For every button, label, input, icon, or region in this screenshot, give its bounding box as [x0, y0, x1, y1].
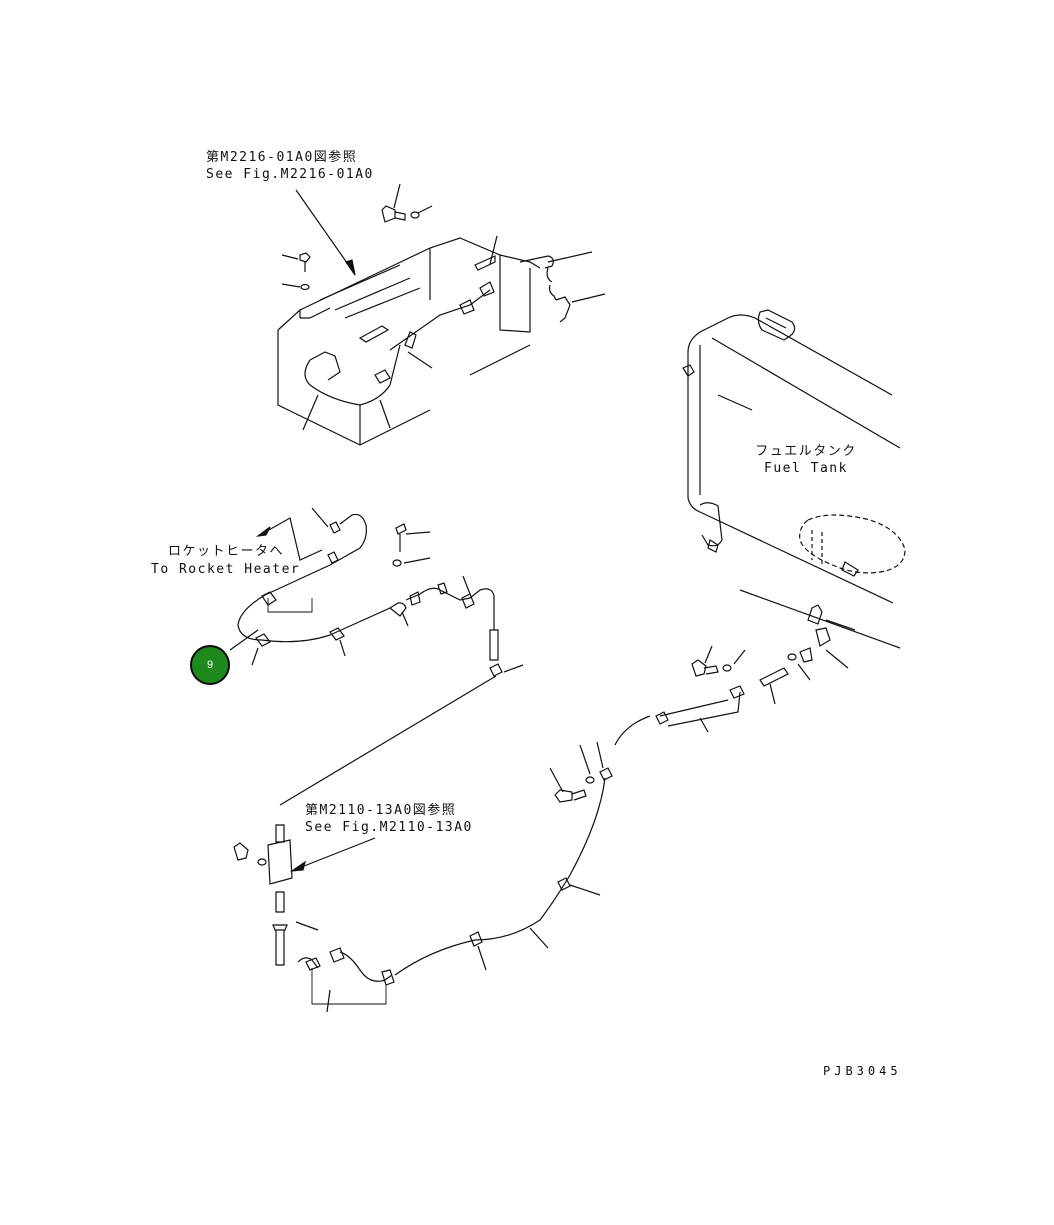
top-reference-jp: 第M2216-01A0図参照 — [206, 150, 358, 165]
left-tubing — [230, 508, 523, 805]
bottom-reference-jp: 第M2110-13A0図参照 — [305, 803, 457, 818]
fuel-tank-label-en: Fuel Tank — [764, 461, 848, 476]
heater-body — [278, 184, 605, 445]
rocket-heater-label-en: To Rocket Heater — [151, 562, 301, 577]
lower-block — [234, 825, 394, 1012]
part-callout-9[interactable]: 9 — [190, 645, 230, 685]
fuel-line — [395, 605, 855, 975]
bottom-reference-en: See Fig.M2110-13A0 — [305, 820, 473, 835]
fuel-tank — [683, 310, 905, 648]
drawing-code: PJB3045 — [823, 1064, 902, 1078]
callout-number: 9 — [206, 659, 214, 671]
rocket-heater-label-jp: ロケットヒータへ — [168, 544, 285, 559]
fuel-tank-label-jp: フュエルタンク — [755, 444, 857, 459]
top-reference-en: See Fig.M2216-01A0 — [206, 167, 374, 182]
